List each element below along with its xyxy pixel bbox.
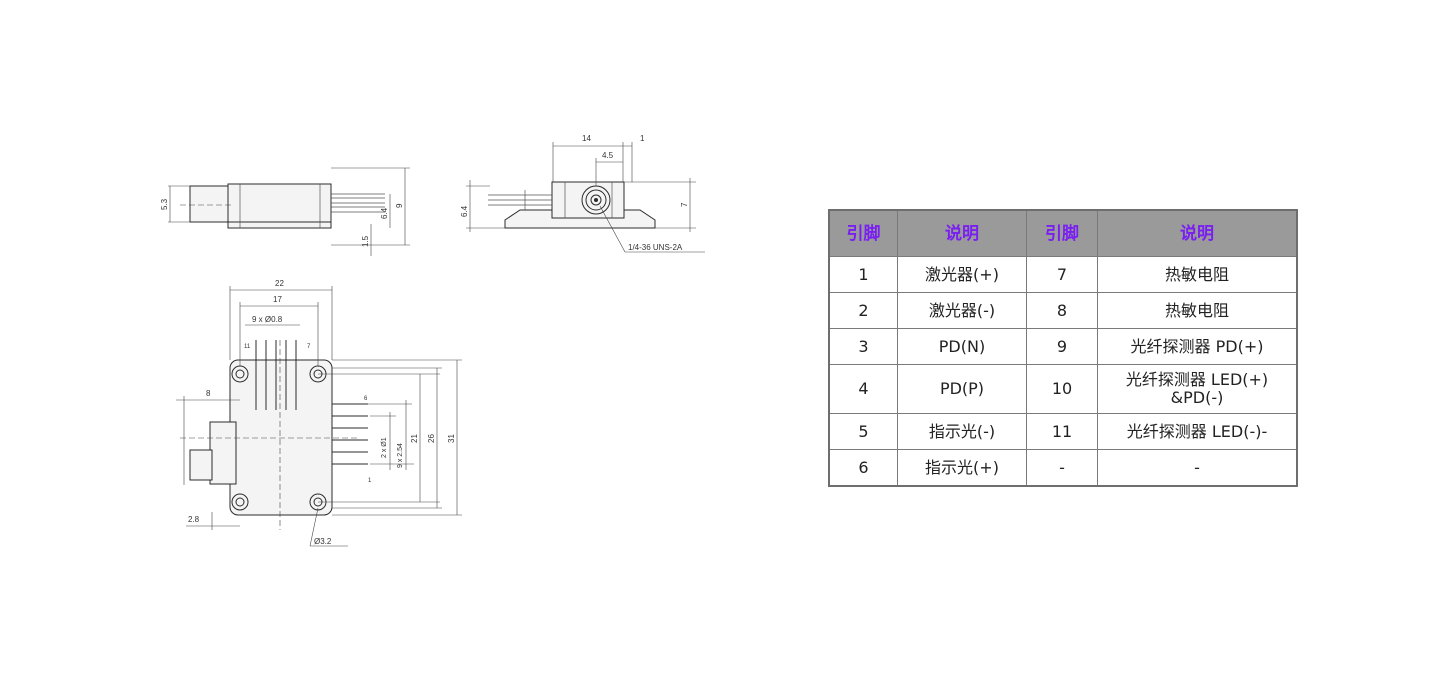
pin-spacing-label: 2 x Ø1	[381, 437, 388, 458]
desc-cell: 激光器(-)	[897, 292, 1027, 329]
header-desc-2: 说明	[1097, 209, 1298, 257]
table-row: 4 PD(P) 10 光纤探测器 LED(+)&PD(-)	[828, 364, 1298, 414]
desc-cell: 指示光(-)	[897, 413, 1027, 450]
pin-cell: -	[1026, 449, 1098, 487]
desc-line-2: &PD(-)	[1170, 388, 1224, 407]
pin-1-label: 1	[368, 478, 372, 484]
pin-cell: 4	[828, 364, 898, 414]
pin-7-label: 7	[307, 344, 311, 350]
top-view: 11 7 6 1 22 17 9 x Ø0.8 8 2.8 2 x Ø1	[176, 279, 462, 547]
mechanical-drawing: 5.3 9 6.4 1.5 6.4 14 1	[160, 134, 705, 547]
desc-cell: PD(N)	[897, 328, 1027, 365]
pin-description-table: 引脚 说明 引脚 说明 1 激光器(+) 7 热敏电阻 2 激光器(-) 8 热…	[828, 209, 1298, 487]
dim-top-22: 22	[275, 279, 284, 288]
header-desc-1: 说明	[897, 209, 1027, 257]
connector-label: 1/4-36 UNS-2A	[628, 243, 683, 252]
pin-11-label: 11	[244, 344, 251, 350]
pin-spec-label: 9 x Ø0.8	[252, 315, 283, 324]
desc-cell: 激光器(+)	[897, 256, 1027, 293]
desc-cell: 光纤探测器 LED(-)-	[1097, 413, 1298, 450]
dim-top-2-8: 2.8	[188, 515, 200, 524]
pin-cell: 1	[828, 256, 898, 293]
table-row: 5 指示光(-) 11 光纤探测器 LED(-)-	[828, 413, 1298, 450]
dim-end-1: 1	[640, 134, 645, 143]
dim-end-6-4: 6.4	[460, 205, 469, 217]
pin-cell: 8	[1026, 292, 1098, 329]
table-row: 2 激光器(-) 8 热敏电阻	[828, 292, 1298, 329]
dim-top-8: 8	[206, 389, 211, 398]
dim-top-17: 17	[273, 295, 282, 304]
desc-line-1: 光纤探测器 LED(+)	[1125, 370, 1269, 389]
header-pin-2: 引脚	[1026, 209, 1098, 257]
dim-side-1-5: 1.5	[361, 235, 370, 247]
desc-cell-multiline: 光纤探测器 LED(+)&PD(-)	[1097, 364, 1298, 414]
pin-cell: 3	[828, 328, 898, 365]
table-header-row: 引脚 说明 引脚 说明	[828, 209, 1298, 257]
dim-end-4-5: 4.5	[602, 151, 614, 160]
pin-cell: 5	[828, 413, 898, 450]
pin-6-label: 6	[364, 396, 368, 402]
pin-cell: 10	[1026, 364, 1098, 414]
table-row: 3 PD(N) 9 光纤探测器 PD(+)	[828, 328, 1298, 365]
pitch-label: 9 x 2.54	[397, 443, 404, 468]
desc-cell: 指示光(+)	[897, 449, 1027, 487]
dim-side-5-3: 5.3	[160, 198, 169, 210]
dim-top-31: 31	[447, 434, 456, 443]
dim-end-7: 7	[680, 202, 689, 207]
pin-cell: 2	[828, 292, 898, 329]
dim-top-26: 26	[427, 434, 436, 443]
dim-end-14: 14	[582, 134, 591, 143]
desc-cell: -	[1097, 449, 1298, 487]
dim-side-6-4: 6.4	[380, 207, 389, 219]
pin-cell: 11	[1026, 413, 1098, 450]
desc-cell: 热敏电阻	[1097, 292, 1298, 329]
desc-cell: PD(P)	[897, 364, 1027, 414]
table-row: 6 指示光(+) - -	[828, 449, 1298, 487]
desc-cell: 光纤探测器 PD(+)	[1097, 328, 1298, 365]
end-view: 6.4 14 1 4.5 7 1/4-36 UNS-2A	[460, 134, 705, 253]
pin-cell: 9	[1026, 328, 1098, 365]
header-pin-1: 引脚	[828, 209, 898, 257]
hole-label: Ø3.2	[314, 537, 332, 546]
dim-top-21: 21	[410, 434, 419, 443]
table-row: 1 激光器(+) 7 热敏电阻	[828, 256, 1298, 293]
pin-cell: 6	[828, 449, 898, 487]
desc-cell: 热敏电阻	[1097, 256, 1298, 293]
side-view: 5.3 9 6.4 1.5	[160, 167, 410, 256]
dim-side-9: 9	[395, 203, 404, 208]
pin-cell: 7	[1026, 256, 1098, 293]
